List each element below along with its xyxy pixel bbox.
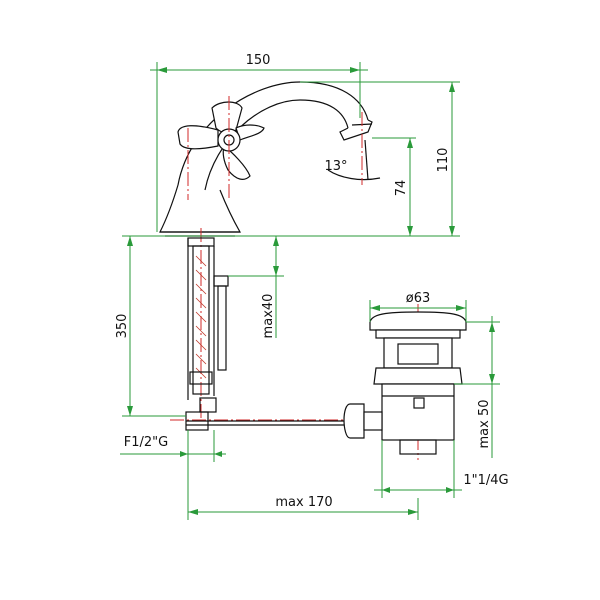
dim-pull-rod-reach: max 170 (275, 495, 332, 510)
cross-handle (177, 101, 265, 180)
dim-spout-angle: 13° (324, 159, 347, 174)
dim-waste-diameter: ø63 (406, 291, 431, 306)
angle-indicator (327, 139, 381, 181)
dim-spout-height: 74 (394, 180, 409, 197)
dim-below-deck: 350 (115, 314, 130, 339)
dim-height-total: 110 (436, 148, 451, 173)
faucet-body (159, 81, 373, 237)
dim-supply-thread: F1/2"G (124, 435, 168, 450)
dim-waste-length: max 50 (477, 400, 492, 449)
dim-width-total: 150 (246, 53, 271, 68)
dim-max-thickness: max40 (261, 294, 276, 339)
dimension-lines (120, 62, 500, 520)
pop-up-waste (343, 311, 467, 455)
dim-waste-thread: 1"1/4G (463, 473, 508, 488)
mounting-shank (185, 237, 350, 431)
